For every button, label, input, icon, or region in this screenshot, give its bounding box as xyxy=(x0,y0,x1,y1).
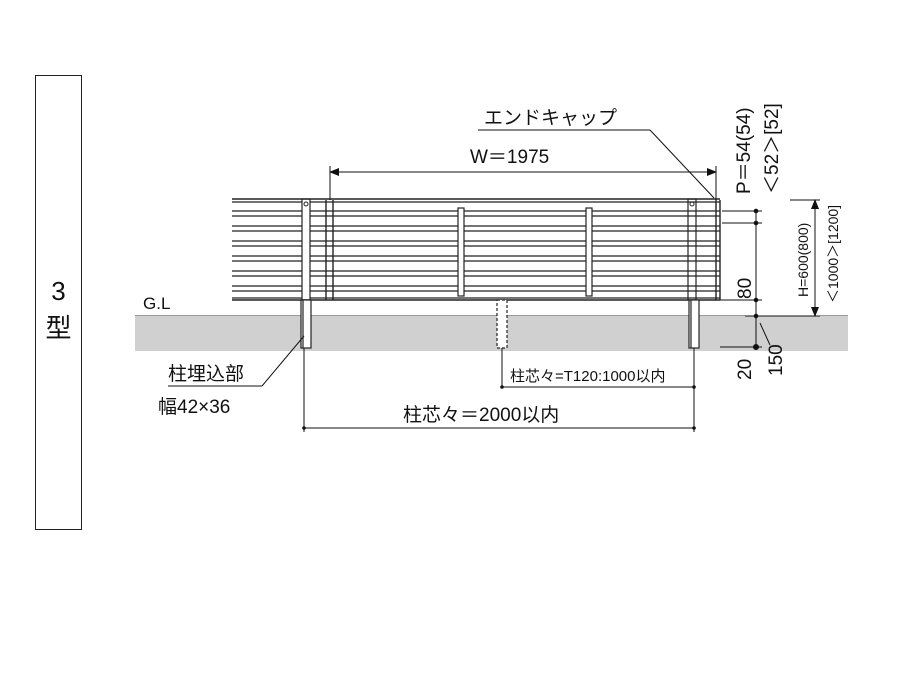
right-dimension-ticks xyxy=(720,208,762,350)
ground-label: G.L xyxy=(143,294,170,313)
pitch-alt-label: ＜52＞[52] xyxy=(762,103,783,194)
post-pitch-label: 柱芯々＝2000以内 xyxy=(403,404,559,426)
pitch-label: P＝54(54) xyxy=(734,107,755,194)
height-label: H=600(800) xyxy=(795,223,811,297)
width-label: W＝1975 xyxy=(470,147,549,168)
fence-slats xyxy=(232,201,720,299)
type-kanji: 型 xyxy=(45,313,72,343)
embed-depth-leader xyxy=(759,322,771,346)
ground-band xyxy=(135,316,848,351)
height-alt-label: ＜1000＞[1200] xyxy=(825,205,841,303)
post-left xyxy=(300,299,312,349)
post-right xyxy=(688,299,700,349)
gap-label: 20 xyxy=(735,359,756,380)
embed-section-size: 幅42×36 xyxy=(158,396,230,418)
post-pitch-t120-label: 柱芯々=T120:1000以内 xyxy=(510,368,666,385)
embed-section-title: 柱埋込部 xyxy=(168,363,244,385)
fence-panel xyxy=(232,198,721,301)
end-cap-label: エンドキャップ xyxy=(484,107,617,129)
embed-depth-label: 150 xyxy=(766,344,787,376)
type-number: 3 xyxy=(51,276,66,306)
type-label-box: 3 型 xyxy=(35,75,82,530)
above-ground-label: 80 xyxy=(735,278,756,299)
post-middle xyxy=(496,299,508,349)
